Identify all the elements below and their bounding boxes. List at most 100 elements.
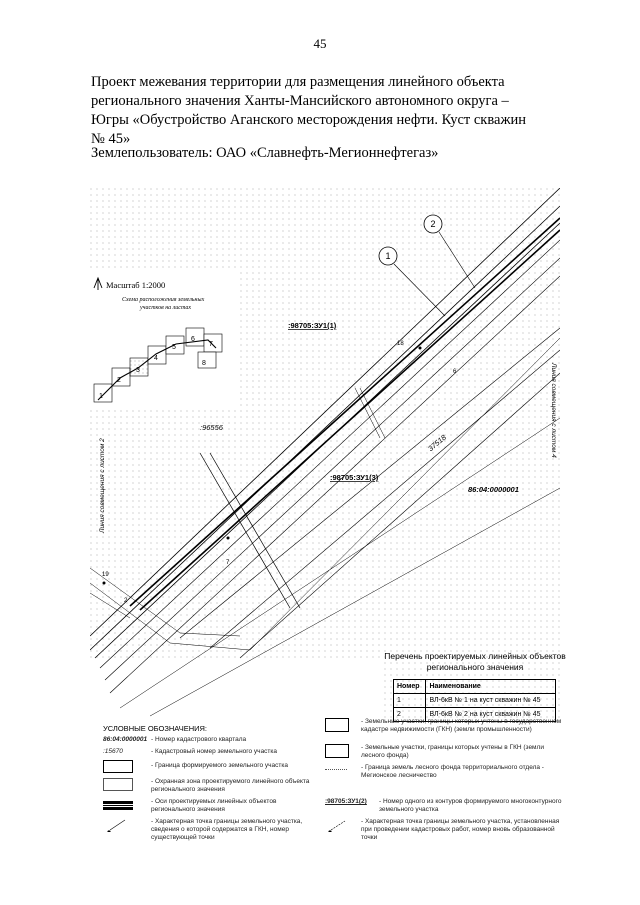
axis-symbol xyxy=(103,801,133,810)
axis-line xyxy=(199,452,291,609)
callout-leader xyxy=(438,231,476,289)
boundary-line xyxy=(119,417,560,709)
scheme-title-line: Схема расположения земельных xyxy=(122,297,205,303)
forest-boundary-symbol xyxy=(325,764,347,770)
document-title: Проект межевания территории для размещен… xyxy=(91,73,561,149)
point-label: 6 xyxy=(453,369,457,375)
boundary-line xyxy=(104,257,560,681)
protection-zone-symbol xyxy=(103,778,133,791)
table-cell: ВЛ-6кВ № 1 на куст скважин № 45 xyxy=(425,693,556,708)
landowner: Землепользователь: ОАО «Славнефть-Мегион… xyxy=(91,145,439,161)
boundary-line xyxy=(90,567,241,637)
linear-objects-table: Номер Наименование 1 ВЛ-6кВ № 1 на куст … xyxy=(392,679,556,722)
callout-label: 2 xyxy=(430,219,435,229)
dot-grid xyxy=(90,188,560,658)
boundary-line xyxy=(209,349,560,649)
title-line: Проект межевания территории для размещен… xyxy=(91,74,505,90)
sheet-number: 5 xyxy=(172,344,176,351)
sheet-number: 4 xyxy=(154,355,158,362)
callout-circle xyxy=(423,214,443,234)
boundary-line xyxy=(99,239,560,669)
legend-left-column: 86:04:0000001 - Номер кадастрового кварт… xyxy=(103,736,318,886)
boundary-line xyxy=(90,205,560,651)
legend-text: - Охранная зона проектируемого линейного… xyxy=(151,778,310,793)
scheme-title-line: участков на листах xyxy=(139,305,191,311)
point-label: 19 xyxy=(102,572,109,578)
page-number: 45 xyxy=(313,36,327,51)
points xyxy=(102,346,422,585)
legend-text: - Оси проектируемых линейных объектов ре… xyxy=(151,798,277,813)
legend-symbol: 86:04:0000001 xyxy=(103,736,148,743)
point-label: 18 xyxy=(397,341,404,347)
table-row: 2 ВЛ-6кВ № 2 на куст скважин № 45 xyxy=(392,707,556,722)
sheet-scheme: 1 2 3 4 5 6 7 8 xyxy=(93,327,223,403)
legend-text: - Кадастровый номер земельного участка xyxy=(151,748,278,755)
sheet-number: 1 xyxy=(99,393,103,400)
table-cell: 1 xyxy=(392,693,427,708)
title-line: Югры «Обустройство Аганского месторожден… xyxy=(91,112,526,128)
callout-label: 1 xyxy=(385,251,390,261)
boundary-line xyxy=(90,188,560,637)
legend-symbol: :15670 xyxy=(103,748,123,755)
sheet-number: 8 xyxy=(202,360,206,367)
axis-lines xyxy=(199,387,386,609)
boundary-line xyxy=(239,372,560,659)
boundary-symbol xyxy=(103,760,133,773)
point-marker xyxy=(418,346,422,350)
sheet-cell xyxy=(147,345,167,365)
boundary-line xyxy=(179,327,560,639)
north-arrow-icon xyxy=(93,276,103,290)
combine-line-label: Линия совмещения с листом 4 xyxy=(550,362,557,458)
new-point-icon xyxy=(328,820,346,832)
cadastral-label: :96556 xyxy=(200,423,224,432)
sheet-number: 2 xyxy=(117,377,121,384)
point-marker xyxy=(102,581,106,585)
sheet-number: 3 xyxy=(136,367,140,374)
point-label: 2 xyxy=(124,598,128,604)
combine-line-label: Линия совмещения с листом 2 xyxy=(99,438,106,534)
legend-right-column: - Земельные участки, границы которых учт… xyxy=(325,718,565,868)
scale-block: Масштаб 1:2000 Схема расположения земель… xyxy=(93,276,206,311)
callout-leader xyxy=(393,263,446,317)
legend-text: - Земельные участки, границы которых учт… xyxy=(361,718,562,733)
scheme-title: Схема расположения земельных участков на… xyxy=(122,297,206,311)
boundary-line xyxy=(149,487,560,717)
route-line xyxy=(97,339,217,401)
sheet-cell xyxy=(203,333,223,353)
legend-text: - Земельные участки, границы которых учт… xyxy=(361,744,544,759)
linear-objects-title: Перечень проектируемых линейных объектов… xyxy=(384,651,566,672)
point-marker xyxy=(226,536,230,540)
legend-text: - Характерная точка границы земельного у… xyxy=(361,818,560,841)
sheet-cell xyxy=(185,327,205,347)
boundary-line xyxy=(109,275,560,694)
legend-text: - Номер одного из контуров формируемого … xyxy=(379,798,562,813)
table-row: 1 ВЛ-6кВ № 1 на куст скважин № 45 xyxy=(392,693,556,708)
legend-symbol: :98705:ЗУ1(2) xyxy=(325,798,367,805)
table-header: Номер xyxy=(392,679,427,694)
forest-land-symbol xyxy=(325,744,349,758)
axis-line xyxy=(359,387,386,439)
callout-2: 2 xyxy=(423,214,476,289)
legend-text: - Характерная точка границы земельного у… xyxy=(151,818,303,841)
scale-label: Масштаб 1:2000 xyxy=(106,280,165,290)
boundary-line xyxy=(139,229,560,611)
legend-text: - Номер кадастрового квартала xyxy=(151,736,247,743)
point-label: 7 xyxy=(226,560,230,566)
boundary-line xyxy=(90,337,560,651)
callout-1: 1 xyxy=(378,246,446,317)
industrial-land-symbol xyxy=(325,718,349,732)
existing-point-icon xyxy=(107,819,126,832)
cadastral-map: 1 2 :98705:ЗУ1(1) :98705:ЗУ1(3) :96556 3… xyxy=(90,188,560,718)
table-header: Наименование xyxy=(425,679,556,694)
title-line: регионального значения Ханты-Мансийского… xyxy=(91,93,509,109)
legend-text: - Граница земель лесного фонда территори… xyxy=(361,764,544,779)
sheet-number: 7 xyxy=(209,341,213,348)
title-line: № 45» xyxy=(91,131,131,147)
parcel-label: :98705:ЗУ1(1) xyxy=(288,321,337,330)
axis-line xyxy=(354,387,381,439)
table-cell: 2 xyxy=(392,707,427,722)
callout-circle xyxy=(378,246,398,266)
parcel-boundaries xyxy=(90,188,560,717)
axis-line xyxy=(209,452,301,609)
sheet-cell xyxy=(93,383,113,403)
